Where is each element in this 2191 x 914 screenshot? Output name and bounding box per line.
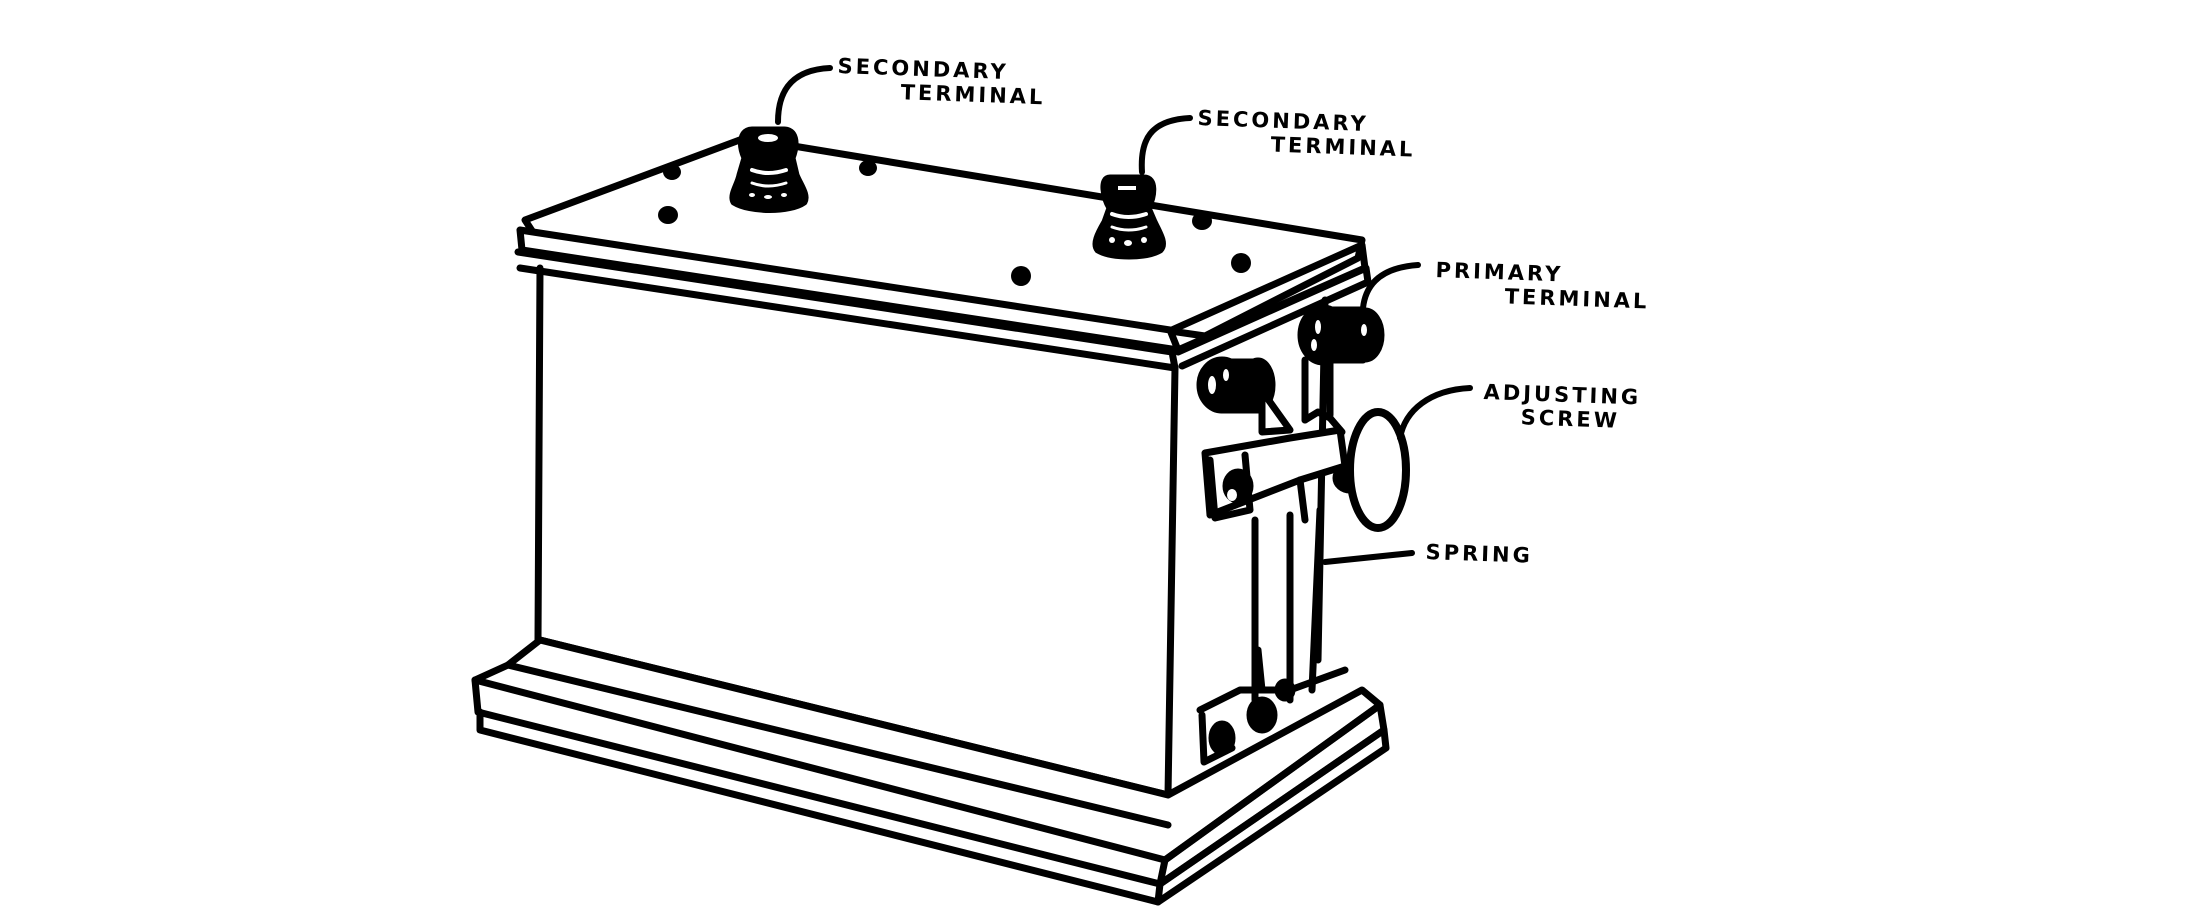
secondary-terminal-2 [1092, 174, 1166, 260]
leader-spring [1322, 550, 1415, 565]
leader-lines [775, 65, 1473, 565]
leader-adjusting-screw [1397, 385, 1473, 441]
coil-box-base [471, 636, 1390, 906]
label-spring: SPRING [1425, 540, 1533, 568]
label-line: SPRING [1425, 540, 1534, 568]
label-secondary-terminal-1: SECONDARY TERMINAL [836, 54, 1046, 109]
label-adjusting-screw: ADJUSTING SCREW [1482, 380, 1641, 433]
label-secondary-terminal-2: SECONDARY TERMINAL [1196, 106, 1416, 162]
lid-screw-heads [658, 160, 1251, 286]
leader-secondary-terminal-2 [1138, 115, 1193, 175]
secondary-terminal-1 [729, 126, 809, 213]
leader-secondary-terminal-1 [775, 65, 833, 125]
label-primary-terminal: PRIMARY TERMINAL [1434, 258, 1650, 313]
coil-box-lid [514, 134, 1372, 372]
leader-primary-terminal [1360, 262, 1421, 311]
interrupter-mechanism [1196, 304, 1410, 766]
